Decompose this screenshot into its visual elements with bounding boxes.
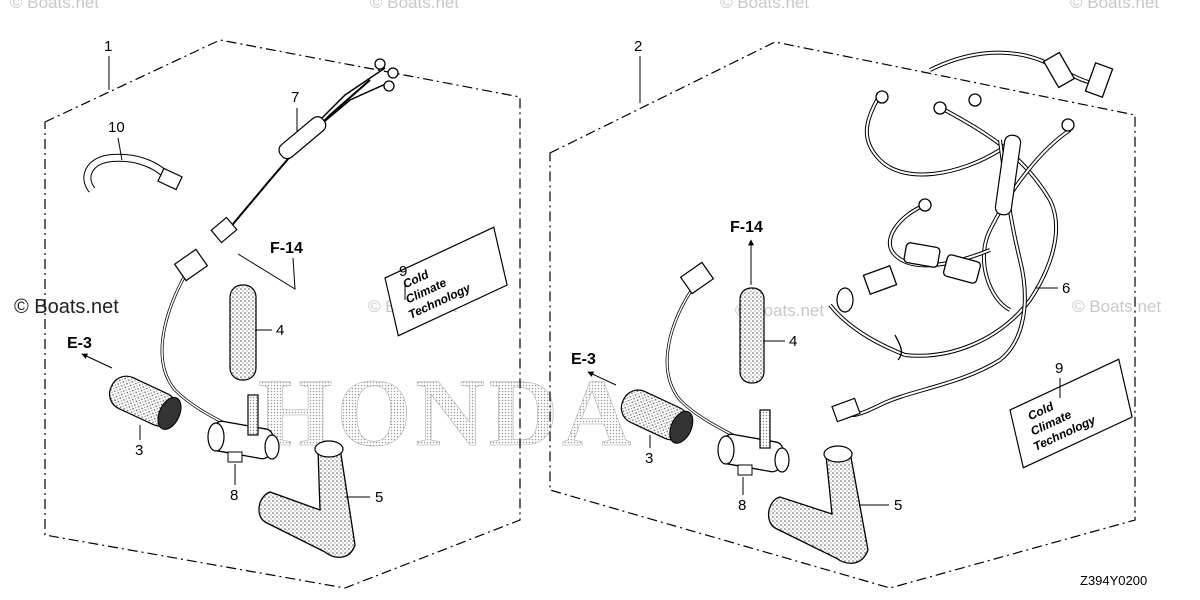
kit-1-sensor-fitting <box>207 394 280 463</box>
kit-2-wire-harness <box>828 50 1114 423</box>
kit-1-callout-3: 3 <box>135 442 143 459</box>
kit-2-callout-5: 5 <box>894 497 902 514</box>
kit-2-callout-9: 9 <box>1055 360 1063 377</box>
kit-1-callout-9: 9 <box>399 263 407 280</box>
kit-1-number: 1 <box>104 38 112 55</box>
kit-2-ref-e3: E-3 <box>571 351 596 368</box>
kit-1-callout-5: 5 <box>375 489 383 506</box>
kit-1-foam-sleeve <box>108 375 182 430</box>
kit-1-foam-tube <box>229 284 257 381</box>
kit-2-sensor-fitting <box>717 409 790 476</box>
kit-1-callout-7: 7 <box>291 89 299 106</box>
kit-1-cable-tie <box>83 153 183 193</box>
watermark-top-far-right: © Boats.net <box>1070 0 1159 12</box>
drawing-code: Z394Y0200 <box>1080 573 1147 588</box>
kit-1-group: 1 10 7 F-14 4 <box>44 38 521 589</box>
kit-1-leader-10 <box>117 137 123 161</box>
kit-2-e3-arrow <box>587 371 617 386</box>
kit-2-boundary <box>549 41 1136 589</box>
kit-1-harness-pigtail <box>210 58 399 244</box>
kit-1-e3-arrow <box>81 353 113 369</box>
kit-1-sticker: Cold Climate Technology <box>384 226 508 337</box>
kit-1-callout-4: 4 <box>276 322 284 339</box>
kit-1-callout-10: 10 <box>108 119 125 136</box>
kit-2-foam-tube <box>739 287 765 384</box>
kit-2-sticker: Cold Climate Technology <box>1009 358 1133 469</box>
kit-2-callout-3: 3 <box>645 450 653 467</box>
kit-2-elbow-hose <box>767 445 869 564</box>
kit-2-callout-6: 6 <box>1062 280 1070 297</box>
kit-2-foam-sleeve <box>620 389 694 444</box>
kit-1-f14-pointer <box>237 253 296 290</box>
kit-1-callout-8: 8 <box>230 487 238 504</box>
watermark-top-left: © Boats.net <box>10 0 99 12</box>
kit-1-elbow-hose <box>258 440 356 558</box>
watermark-right: © Boats.net <box>1072 297 1161 316</box>
kit-1-ref-e3: E-3 <box>67 335 92 352</box>
watermark-top-right: © Boats.net <box>720 0 809 12</box>
kit-1-sensor-wire <box>160 248 241 434</box>
kit-1-ref-f14: F-14 <box>270 240 303 257</box>
kit-2-ref-f14: F-14 <box>730 219 763 236</box>
watermark-left: © Boats.net <box>14 296 119 318</box>
kit-2-callout-8: 8 <box>738 497 746 514</box>
kit-2-sensor-wire <box>665 261 746 444</box>
kit-2-callout-4: 4 <box>789 333 797 350</box>
kit-1-boundary <box>44 39 521 589</box>
kit-2-number: 2 <box>634 38 642 55</box>
kit-2-group: 2 <box>549 38 1136 589</box>
watermark-top-center: © Boats.net <box>370 0 459 12</box>
